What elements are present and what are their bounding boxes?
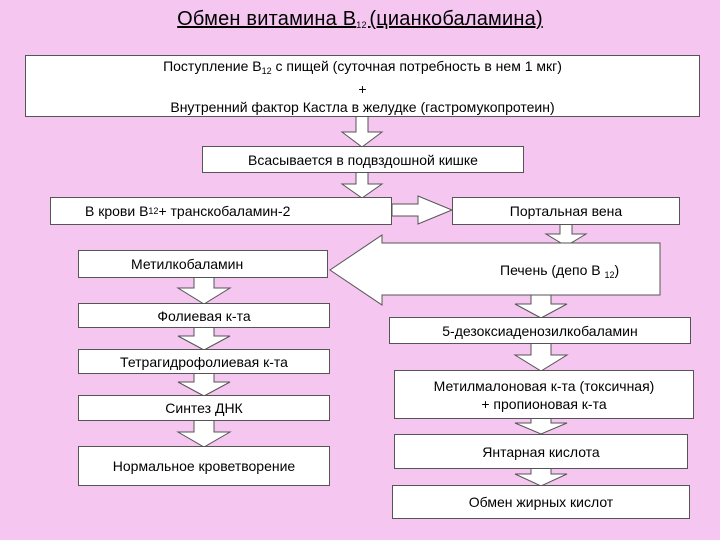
- folic-acid-box: Фолиевая к-та: [78, 303, 330, 328]
- arrow-deoxy-to-methylmalonic: [513, 342, 569, 372]
- arrow-methylmalonic-to-succinic: [514, 417, 568, 435]
- blood-text-b: + транскобаламин-2: [158, 203, 291, 219]
- diagram-title: Обмен витамина B12 (цианкобаламина): [0, 8, 720, 31]
- intake-line-3: Внутренний фактор Кастла в желудке (гаст…: [170, 98, 555, 115]
- liver-label: Печень (депо B 12): [500, 262, 619, 280]
- arrow-portal-to-liver: [544, 223, 588, 247]
- arrow-dna-to-blood-formation: [176, 419, 232, 448]
- liver-text-a: Печень (депо B: [500, 262, 605, 278]
- title-subscript: 12: [356, 20, 370, 30]
- dna-synthesis-box: Синтез ДНК: [78, 395, 330, 421]
- arrow-blood-to-portal: [391, 195, 454, 225]
- methylmalonic-acid-box: Метилмалоновая к-та (токсичная) + пропио…: [394, 370, 694, 419]
- hematopoiesis-box: Нормальное кроветворение: [78, 446, 330, 486]
- arrow-thf-to-dna: [177, 372, 231, 397]
- blood-subscript: 12: [148, 206, 159, 216]
- arrow-succinic-to-fatty: [514, 467, 568, 487]
- absorb-box: Всасывается в подвздошной кишке: [202, 146, 524, 173]
- thf-acid-box: Тетрагидрофолиевая к-та: [78, 349, 330, 374]
- arrow-folic-to-thf: [177, 326, 231, 351]
- deoxyadenosylcobalamin-box: 5-дезоксиаденозилкобаламин: [389, 317, 691, 344]
- succinic-acid-box: Янтарная кислота: [394, 434, 688, 469]
- intake-text-a: Поступление B: [163, 57, 262, 74]
- liver-text-b: ): [614, 262, 620, 278]
- arrow-liver-to-deoxy: [514, 294, 568, 319]
- methylmalonic-line-2: + пропионовая к-та: [481, 395, 607, 412]
- intake-text-b: с пищей (суточная потребность в нем 1 мк…: [271, 57, 562, 74]
- title-tail: (цианкобаламина): [369, 8, 543, 30]
- intake-line-2: +: [358, 80, 367, 97]
- arrow-intake-to-absorb: [340, 115, 384, 148]
- title-main: Обмен витамина B: [177, 8, 357, 30]
- intake-box: Поступление B12 с пищей (суточная потреб…: [25, 55, 700, 117]
- blood-text-a: В крови B: [85, 203, 149, 219]
- liver-arrow-shape: [329, 234, 661, 306]
- methylcobalamin-box: Метилкобаламин: [78, 250, 328, 278]
- portal-vein-box: Портальная вена: [452, 197, 680, 225]
- arrow-absorb-to-blood: [340, 171, 384, 199]
- fatty-acid-metabolism-box: Обмен жирных кислот: [392, 485, 690, 519]
- intake-line-1: Поступление B12 с пищей (суточная потреб…: [163, 57, 562, 80]
- arrow-methyl-to-folic: [176, 276, 232, 305]
- intake-subscript: 12: [261, 65, 272, 76]
- liver-subscript: 12: [604, 270, 615, 280]
- methylmalonic-line-1: Метилмалоновая к-та (токсичная): [433, 377, 655, 394]
